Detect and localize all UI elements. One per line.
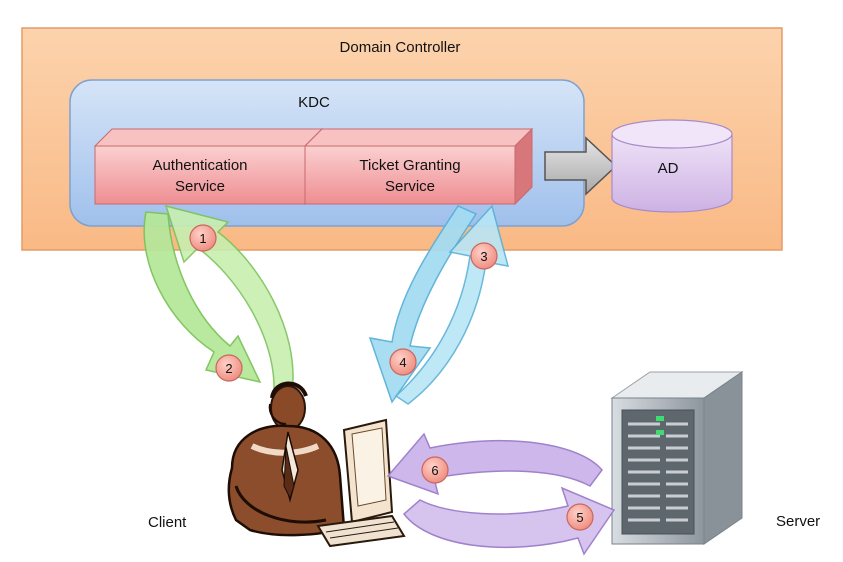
- authentication-service-line2: Service: [175, 178, 225, 195]
- server-label: Server: [776, 513, 820, 530]
- step-badge-2: 2: [215, 354, 243, 382]
- authentication-service-line1: Authentication: [152, 157, 247, 174]
- step-badge-3: 3: [470, 242, 498, 270]
- authentication-service-box: Authentication Service: [93, 127, 324, 206]
- ticket-granting-service-line2: Service: [385, 178, 435, 195]
- client-label: Client: [148, 514, 187, 531]
- server-icon: [610, 371, 744, 545]
- arrow-step-1: [164, 204, 294, 393]
- ticket-granting-service-box: Ticket Granting Service: [303, 127, 534, 206]
- step-number-6: 6: [431, 463, 438, 478]
- step-number-4: 4: [399, 355, 406, 370]
- client-icon: [227, 381, 406, 548]
- domain-controller-label: Domain Controller: [340, 39, 461, 56]
- step-number-2: 2: [225, 361, 232, 376]
- purple-arrows: [386, 432, 616, 556]
- step-number-1: 1: [199, 231, 206, 246]
- kdc-label: KDC: [298, 94, 330, 111]
- step-number-3: 3: [480, 249, 487, 264]
- step-badge-6: 6: [421, 456, 449, 484]
- arrow-step-5: [402, 486, 616, 556]
- step-badge-4: 4: [389, 348, 417, 376]
- ticket-granting-service-line1: Ticket Granting: [359, 157, 460, 174]
- step-badge-1: 1: [189, 224, 217, 252]
- step-number-5: 5: [576, 510, 583, 525]
- arrow-step-2: [143, 211, 262, 384]
- ad-database: AD: [611, 119, 733, 213]
- green-arrows: [143, 204, 294, 393]
- ad-label: AD: [658, 160, 679, 177]
- step-badge-5: 5: [566, 503, 594, 531]
- kdc-to-ad-arrow: [544, 136, 618, 196]
- arrow-step-6: [386, 432, 603, 496]
